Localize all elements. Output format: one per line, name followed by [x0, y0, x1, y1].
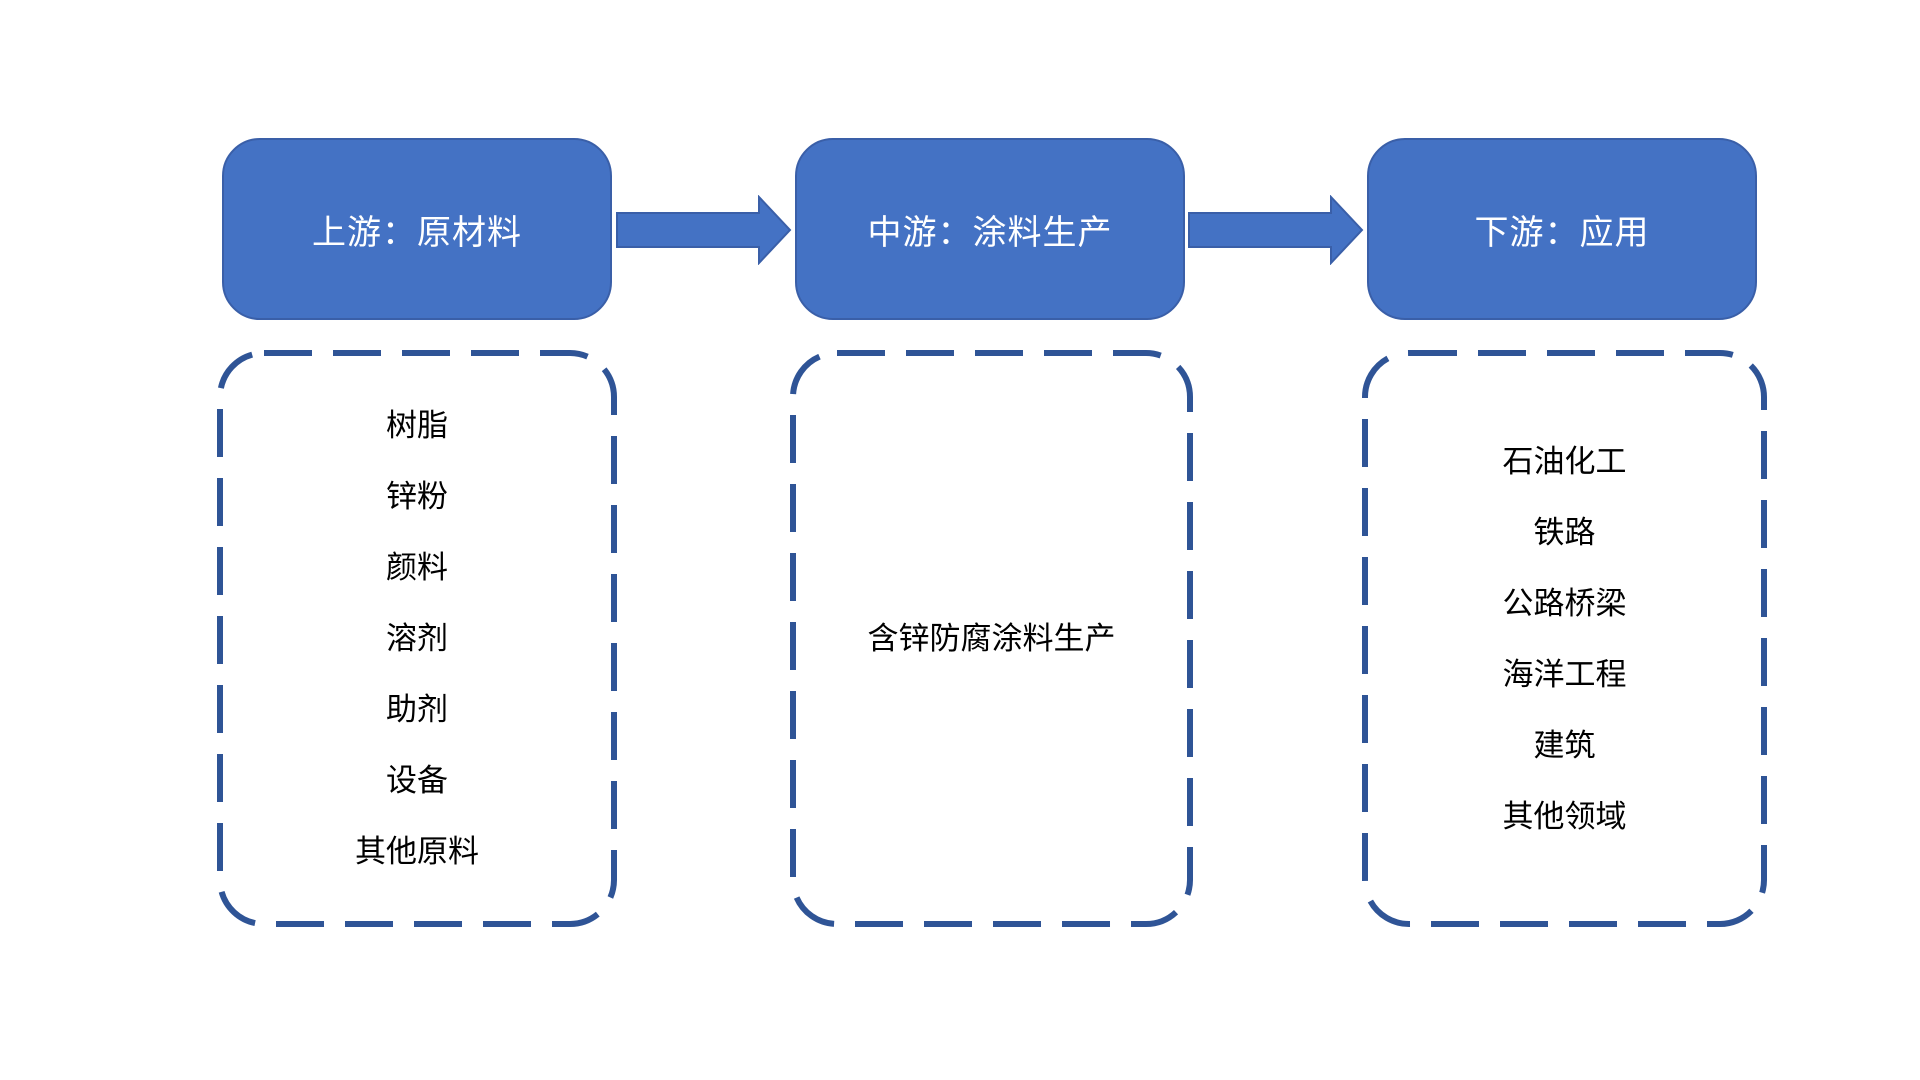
dashed-border: [1362, 350, 1767, 927]
midstream-header: 中游：涂料生产: [795, 138, 1185, 320]
chain-item: 其他领域: [1502, 798, 1627, 834]
chain-item: 海洋工程: [1502, 656, 1627, 692]
upstream-panel: 树脂 锌粉 颜料 溶剂 助剂 设备 其他原料: [217, 350, 617, 927]
upstream-header: 上游：原材料: [222, 138, 612, 320]
chain-item: 石油化工: [1502, 443, 1627, 479]
chain-item: 设备: [386, 763, 448, 798]
chain-item: 溶剂: [386, 621, 448, 656]
chain-item: 锌粉: [386, 479, 448, 514]
chain-item: 助剂: [386, 692, 448, 727]
chain-item: 公路桥梁: [1502, 585, 1627, 621]
chain-item: 铁路: [1533, 514, 1596, 550]
chain-item: 建筑: [1533, 727, 1596, 763]
downstream-panel: 石油化工 铁路 公路桥梁 海洋工程 建筑 其他领域: [1362, 350, 1767, 927]
chain-item: 颜料: [386, 550, 448, 585]
arrow-right-icon: [616, 195, 792, 265]
chain-item: 树脂: [386, 408, 448, 443]
arrow-right-icon: [1188, 195, 1364, 265]
midstream-panel: 含锌防腐涂料生产: [790, 350, 1193, 927]
dashed-border: [790, 350, 1193, 927]
chain-item: 其他原料: [355, 834, 479, 869]
chain-item: 含锌防腐涂料生产: [867, 621, 1116, 656]
dashed-border: [217, 350, 617, 927]
downstream-header: 下游：应用: [1367, 138, 1757, 320]
